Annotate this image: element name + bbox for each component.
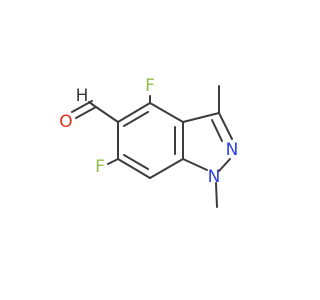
atom-h: H: [76, 86, 89, 106]
atom-n2: N: [226, 140, 239, 160]
bond-n1-methyl: [215, 182, 218, 208]
bond-c6-c7: [117, 158, 151, 179]
bond-c6-f: [107, 158, 119, 165]
bond-c3a-c4: [149, 102, 184, 123]
atom-f-top: F: [145, 76, 155, 96]
bond-c7-c7a: [149, 158, 184, 179]
bond-c3-n2-inner: [211, 119, 223, 142]
atom-f-left: F: [95, 157, 105, 177]
structure-drawing: H O F F N N: [59, 76, 239, 208]
bond-n2-n1: [218, 158, 231, 172]
bond-c3a-c3: [182, 112, 220, 123]
bond-c6-c7-inner: [123, 154, 149, 170]
atom-n1: N: [208, 167, 221, 187]
bond-n1-c7a: [182, 158, 208, 171]
bond-c5-cho: [95, 106, 119, 123]
bond-c3-n2: [218, 112, 233, 140]
atom-o: O: [59, 112, 72, 132]
bond-c4-c5: [117, 102, 151, 123]
bond-c4-c5-inner: [123, 111, 149, 127]
bond-cho-o-1: [75, 106, 97, 119]
bond-cho-o-2: [71, 100, 93, 113]
molecule-canvas: H O F F N N: [59, 76, 239, 208]
